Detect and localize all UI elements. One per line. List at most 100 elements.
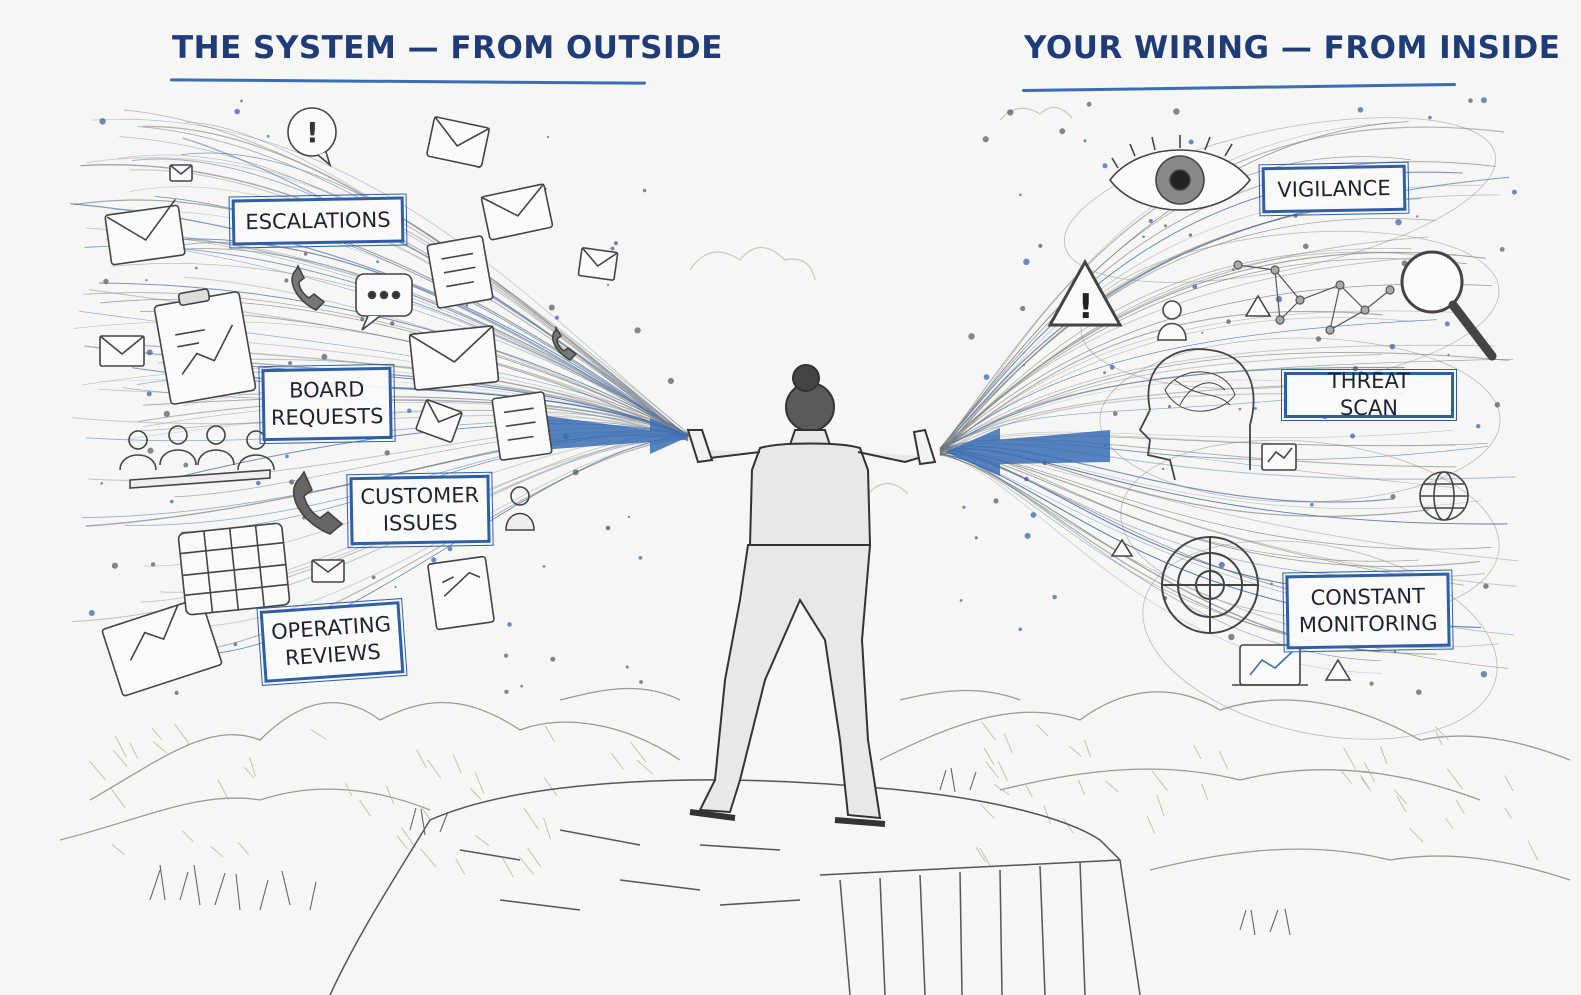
tag-threat-scan: THREAT SCAN <box>1281 369 1457 421</box>
scatter-dot <box>234 108 240 115</box>
warning-icon <box>1244 294 1272 317</box>
hatch-stroke <box>1379 746 1388 764</box>
stream-line <box>129 169 689 440</box>
hatch-stroke <box>1043 805 1051 824</box>
hatch-stroke <box>174 724 190 745</box>
scatter-dot <box>613 241 619 246</box>
hatch-stroke <box>544 725 555 742</box>
scatter-dot <box>1270 582 1273 586</box>
hatch-stroke <box>979 847 992 868</box>
stream-line <box>939 344 1496 451</box>
scatter-dot <box>1357 107 1364 113</box>
person-pushing-back <box>686 364 937 827</box>
scatter-dot <box>625 665 629 669</box>
scatter-dot <box>1303 243 1309 250</box>
stream-line <box>939 358 1514 449</box>
scatter-dot <box>170 499 174 504</box>
person-icon <box>505 486 535 531</box>
stream-line <box>939 248 1412 454</box>
hatch-stroke <box>420 848 437 868</box>
scatter-dot <box>959 599 963 602</box>
scatter-dot <box>548 304 555 311</box>
hatch-stroke <box>543 817 551 840</box>
monitor-chart-icon <box>1261 443 1297 471</box>
scatter-dot <box>146 349 153 356</box>
hatch-stroke <box>474 834 490 846</box>
clipboard-chart-icon <box>153 288 257 405</box>
scatter-dot <box>520 684 524 688</box>
hatch-stroke <box>1105 780 1119 793</box>
stream-line <box>137 126 689 441</box>
scatter-dot <box>145 279 148 282</box>
hatch-stroke <box>1025 784 1033 798</box>
hatch-stroke <box>993 783 1010 796</box>
scatter-dot <box>289 479 295 485</box>
scatter-dot <box>546 135 550 139</box>
scatter-dot <box>1447 353 1450 356</box>
envelope-icon <box>311 559 345 583</box>
scatter-dot <box>1238 407 1242 411</box>
hatch-stroke <box>181 830 194 843</box>
scatter-dot <box>183 462 189 468</box>
globe-icon <box>1419 471 1469 521</box>
hatch-stroke <box>985 761 999 779</box>
magnifier-icon <box>1400 250 1497 361</box>
scatter-dot <box>1201 331 1204 334</box>
hatch-stroke <box>1193 745 1202 759</box>
scatter-dot <box>100 482 103 485</box>
hatch-stroke <box>89 761 106 781</box>
stream-line <box>99 282 689 436</box>
stream-line <box>83 292 689 437</box>
hatch-stroke <box>469 787 482 801</box>
hatch-stroke <box>396 835 408 850</box>
scatter-dot <box>507 622 512 627</box>
scatter-dot <box>163 410 170 417</box>
scatter-dot <box>628 515 631 519</box>
scatter-dot <box>103 278 109 285</box>
hatch-stroke <box>400 827 416 848</box>
envelope-icon <box>169 164 193 182</box>
stream-line <box>939 126 1505 451</box>
envelope-icon <box>99 335 145 367</box>
scatter-dot <box>1112 411 1118 417</box>
scatter-dot <box>1390 494 1396 500</box>
hatch-stroke <box>237 841 250 855</box>
hatch-stroke <box>1504 807 1512 819</box>
scatter-dot <box>1188 139 1194 145</box>
speech-bubble-icon: ! <box>287 107 337 168</box>
scatter-dot <box>1350 433 1356 439</box>
hatch-stroke <box>1036 724 1049 737</box>
tag-vigilance: VIGILANCE <box>1258 161 1410 217</box>
warning-icon <box>1110 538 1134 557</box>
scatter-dot <box>554 315 560 320</box>
scatter-dot <box>360 317 365 322</box>
scatter-dot <box>1023 364 1025 367</box>
stream-line <box>939 251 1448 454</box>
scatter-dot <box>572 469 579 476</box>
scatter-dot <box>639 680 643 684</box>
scatter-dot <box>240 99 243 103</box>
hatch-stroke <box>249 757 256 777</box>
scatter-dot <box>1428 115 1432 120</box>
hatch-stroke <box>1078 779 1085 796</box>
hatch-stroke <box>1068 745 1082 757</box>
hatch-stroke <box>523 807 539 830</box>
cliff <box>329 779 1141 995</box>
scatter-dot <box>983 374 990 380</box>
scatter-dot <box>1416 215 1419 218</box>
scatter-dot <box>321 353 328 360</box>
hatch-stroke <box>610 752 624 770</box>
stream-line <box>939 218 1436 449</box>
scatter-dot <box>1275 295 1283 303</box>
scatter-dot <box>1494 402 1501 408</box>
scatter-dot <box>195 266 198 270</box>
hatch-stroke <box>1151 770 1168 791</box>
hatch-stroke <box>975 846 986 862</box>
hatch-stroke <box>1084 739 1091 758</box>
hatch-stroke <box>1409 827 1424 843</box>
scatter-dot <box>390 321 395 326</box>
hatch-stroke <box>151 727 163 741</box>
scatter-dot <box>1162 467 1165 471</box>
hatch-stroke <box>1445 817 1454 829</box>
